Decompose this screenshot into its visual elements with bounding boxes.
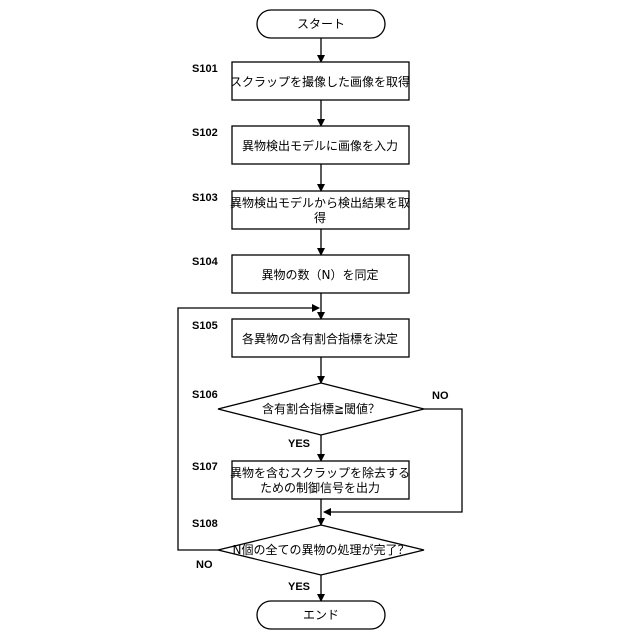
step-label-s104: S104 <box>192 256 219 268</box>
s108-no-label: NO <box>196 559 213 571</box>
process-s103-text-line1: 異物検出モデルから検出結果を取 <box>230 195 410 210</box>
step-label-s101: S101 <box>192 63 218 75</box>
decision-s106-text: 含有割合指標≧閾値？ <box>262 401 380 416</box>
start-label: スタート <box>297 17 345 31</box>
step-label-s105: S105 <box>192 320 218 332</box>
end-label: エンド <box>303 608 339 622</box>
process-s107-text-line1: 異物を含むスクラップを除去する <box>230 465 410 480</box>
s106-yes-label: YES <box>288 438 310 450</box>
process-s102-text: 異物検出モデルに画像を入力 <box>242 138 398 153</box>
step-label-s102: S102 <box>192 127 218 139</box>
s106-no-label: NO <box>432 390 449 402</box>
step-label-s108: S108 <box>192 518 218 530</box>
process-s103-text-line2: 得 <box>314 210 326 225</box>
step-label-s106: S106 <box>192 389 218 401</box>
process-s107-text-line2: ための制御信号を出力 <box>260 480 380 495</box>
process-s105-text: 各異物の含有割合指標を決定 <box>242 331 398 346</box>
decision-s108-text: N個の全ての異物の処理が完了？ <box>233 542 410 557</box>
step-label-s103: S103 <box>192 192 218 204</box>
process-s104-text: 異物の数（N）を同定 <box>262 267 379 282</box>
s108-yes-label: YES <box>288 581 310 593</box>
step-label-s107: S107 <box>192 461 218 473</box>
process-s101-text: スクラップを撮像した画像を取得 <box>230 74 410 89</box>
